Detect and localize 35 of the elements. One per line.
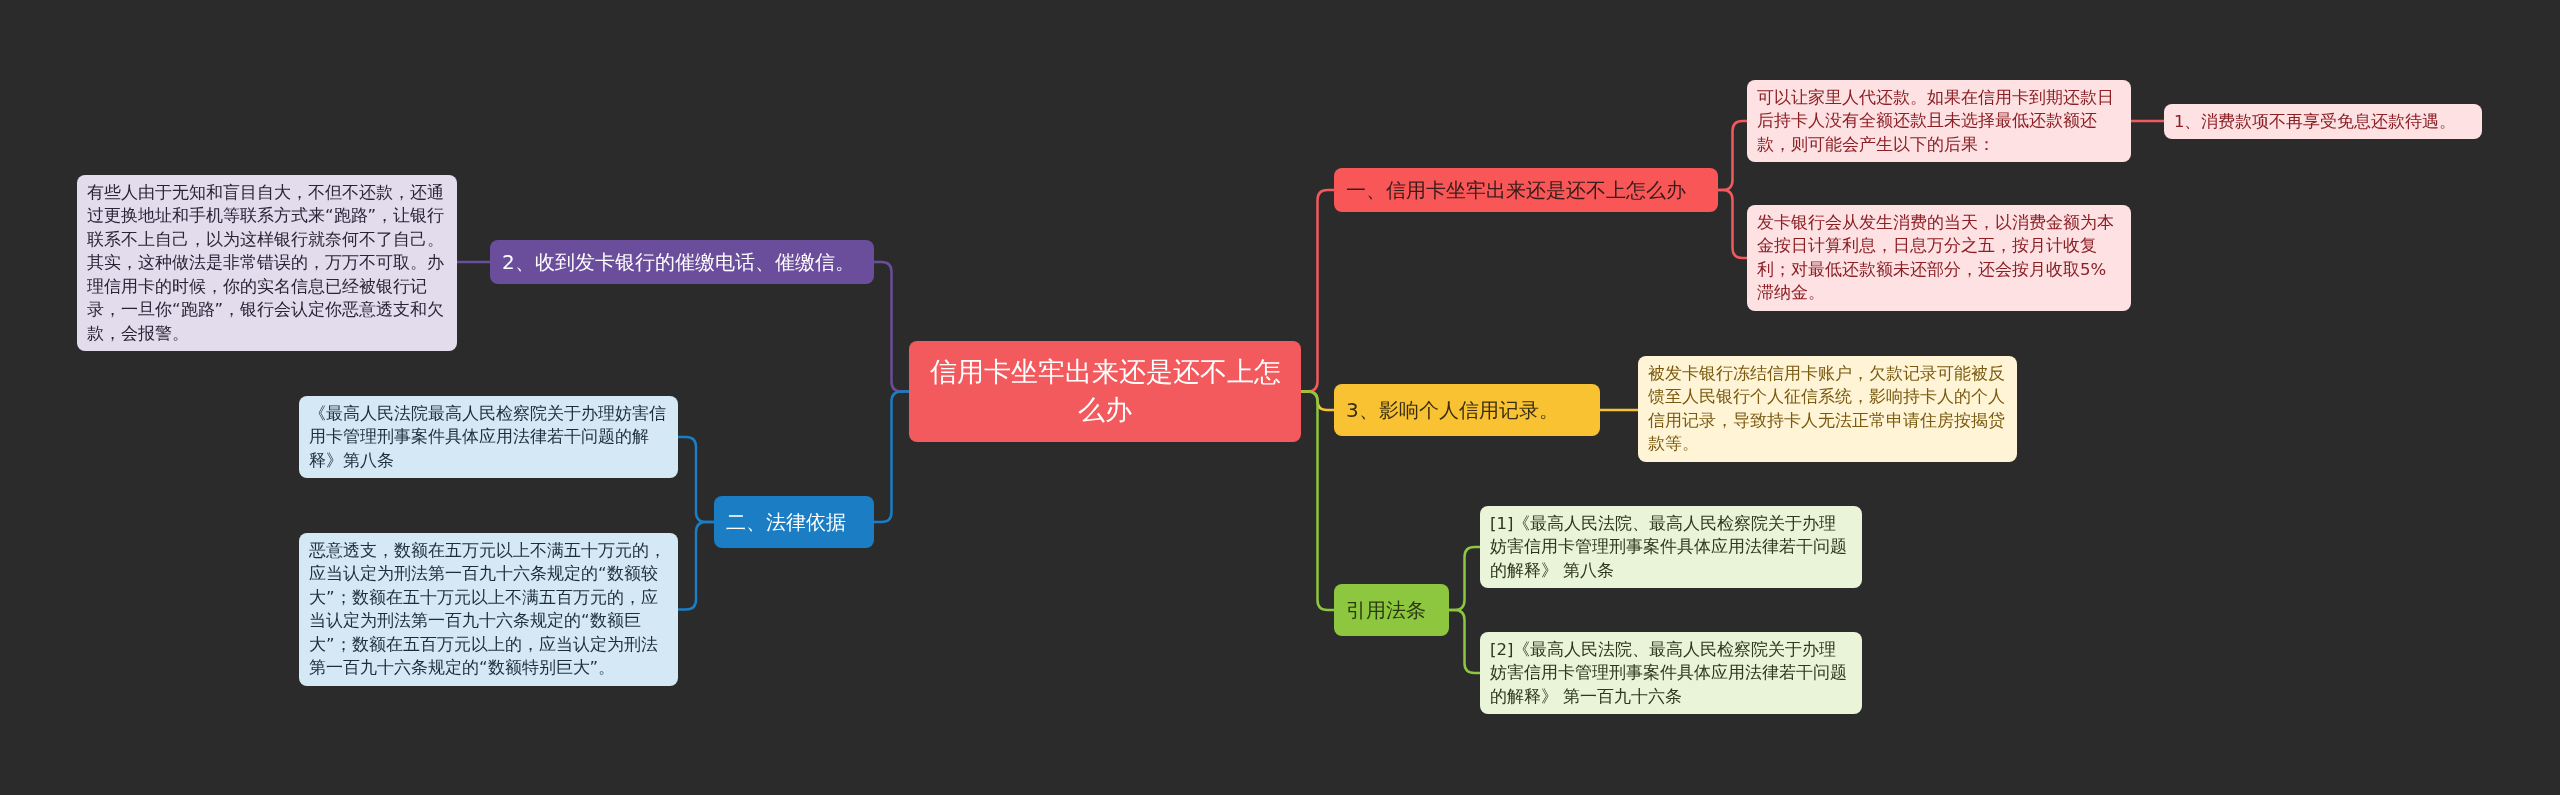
- branch-topic-box: [1334, 584, 1449, 637]
- topic-text: 1、消费款项不再享受免息还款待遇。: [2174, 111, 2458, 133]
- topic-text: [2]《最高人民法院、最高人民检察院关于办理妨害信用卡管理刑事案件具体应用法律若干问题的解释》 第一百九十六条: [1490, 639, 1848, 708]
- branch-topic-box: [490, 240, 874, 285]
- branch-topic-box: [714, 496, 874, 549]
- topic-text: 引用法条: [1346, 597, 1427, 624]
- detail-box: [1747, 205, 2131, 311]
- topic-text: 可以让家里人代还款。如果在信用卡到期还款日后持卡人没有全额还款且未选择最低还款额还款，则可能会产生以下的后果：: [1757, 87, 2115, 156]
- topic-text: 有些人由于无知和盲目自大，不但不还款，还通过更换地址和手机等联系方式来“跑路”，让银行联系不上自己，以为这样银行就奈何不了自己。其实，这种做法是非常错误的，万万不可取。办理信用卡的时候，你的实名信息已经被银行记录，一旦你“跑路”，银行会认定你恶意透支和欠款，会报警。: [87, 182, 446, 345]
- detail-box: [299, 396, 678, 479]
- topic-text: [1]《最高人民法院、最高人民检察院关于办理妨害信用卡管理刑事案件具体应用法律若干问题的解释》 第八条: [1490, 513, 1848, 582]
- branch-connector: [457, 260, 490, 264]
- branch-connector: [2131, 119, 2164, 123]
- detail-box: [1638, 356, 2017, 462]
- topic-text: 信用卡坐牢出来还是还不上怎么办: [928, 355, 1282, 428]
- topic-text: 3、影响个人信用记录。: [1346, 397, 1560, 424]
- detail-box: [1480, 632, 1862, 715]
- branch-topic-box: [1334, 168, 1718, 213]
- detail-box: [2164, 104, 2482, 140]
- branch-connector: [678, 520, 714, 611]
- topic-text: 恶意透支，数额在五万元以上不满五十万元的，应当认定为刑法第一百九十六条规定的“数额较大”；数额在五十万元以上不满五百万元的，应当认定为刑法第一百九十六条规定的“数额巨大”；数额在五百万元以上的，应当认定为刑法第一百九十六条规定的“数额特别巨大”。: [309, 540, 667, 680]
- topic-text: 被发卡银行冻结信用卡账户，欠款记录可能被反馈至人民银行个人征信系统，影响持卡人的个人信用记录，导致持卡人无法正常申请住房按揭贷款等。: [1648, 363, 2006, 456]
- detail-box: [1747, 80, 2131, 163]
- branch-connector: [1301, 390, 1334, 612]
- topic-text: 2、收到发卡银行的催缴电话、催缴信。: [502, 249, 856, 276]
- detail-box: [1480, 506, 1862, 589]
- branch-topic-box: [1334, 384, 1600, 437]
- topic-text: 《最高人民法院最高人民检察院关于办理妨害信用卡管理刑事案件具体应用法律若干问题的解释》第八条: [309, 403, 667, 472]
- branch-connector: [1600, 408, 1638, 412]
- topic-text: 一、信用卡坐牢出来还是还不上怎么办: [1346, 177, 1687, 204]
- branch-connector: [1449, 608, 1480, 675]
- central-topic-box: [909, 341, 1301, 442]
- topic-text: 发卡银行会从发生消费的当天，以消费金额为本金按日计算利息，日息万分之五，按月计收复利；对最低还款额未还部分，还会按月收取5%滞纳金。: [1757, 212, 2115, 305]
- topic-text: 二、法律依据: [726, 509, 847, 536]
- branch-connector: [874, 390, 909, 524]
